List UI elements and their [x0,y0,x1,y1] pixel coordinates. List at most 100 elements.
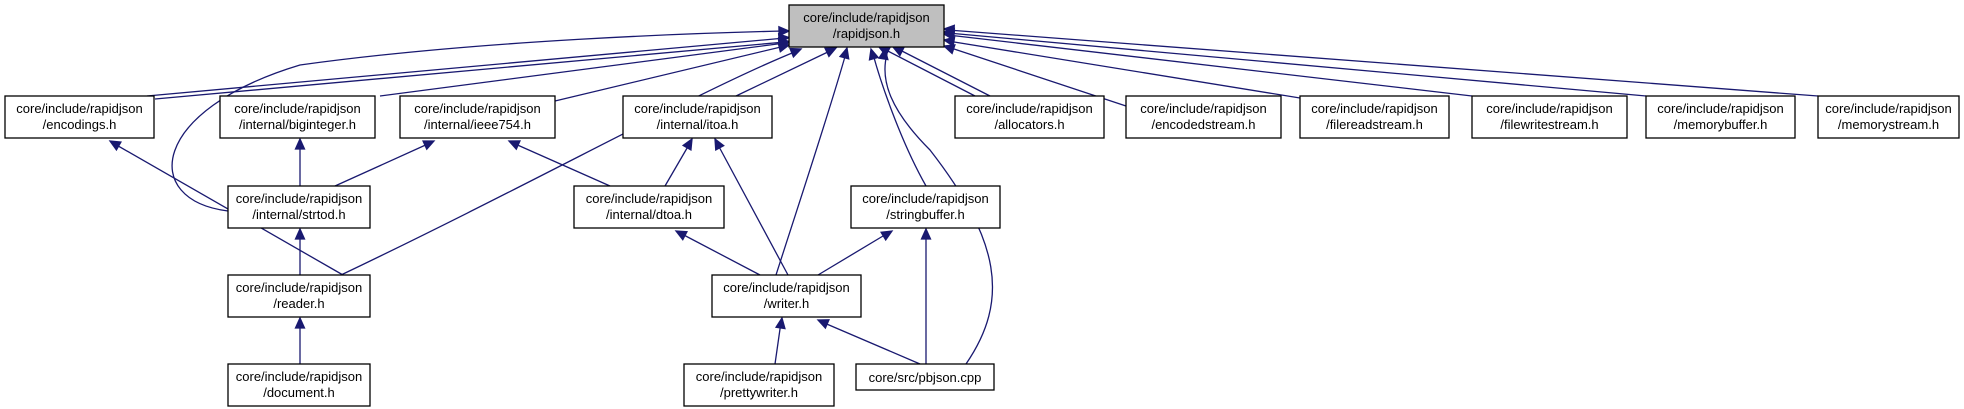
dependency-edge [817,230,894,276]
arrowhead [838,46,850,60]
node-box [4,95,155,139]
edge-line [947,40,1301,99]
node-prettywriter[interactable]: core/include/rapidjson/prettywriter.h [683,363,835,407]
node-itoa[interactable]: core/include/rapidjson/internal/itoa.h [622,95,773,139]
edge-line [947,29,1819,97]
node-label-line2: /filewritestream.h [1500,117,1598,132]
node-label-line1: core/include/rapidjson [1825,101,1951,116]
node-filewritestream[interactable]: core/include/rapidjson/filewritestream.h [1471,95,1628,139]
arrowhead [824,47,838,58]
node-label-line1: core/include/rapidjson [1657,101,1783,116]
arrowhead [294,316,306,329]
edge-line [947,32,1647,97]
node-ieee754[interactable]: core/include/rapidjson/internal/ieee754.… [399,95,556,139]
node-label-line1: core/include/rapidjson [236,280,362,295]
arrowhead [777,42,791,53]
node-layer: core/include/rapidjson/rapidjson.hcore/i… [4,4,1960,407]
node-box [788,4,945,48]
node-label-line1: core/include/rapidjson [234,101,360,116]
node-label-line1: core/include/rapidjson [803,10,929,25]
node-filereadstream[interactable]: core/include/rapidjson/filereadstream.h [1299,95,1450,139]
node-box [1125,95,1282,139]
node-label-line2: /stringbuffer.h [886,207,965,222]
dependency-edge [294,316,306,364]
node-box [227,185,371,229]
node-label-line2: /internal/strtod.h [252,207,345,222]
node-box [622,95,773,139]
node-encodings[interactable]: core/include/rapidjson/encodings.h [4,95,155,139]
node-label-line1: core/include/rapidjson [16,101,142,116]
edge-line [171,30,785,212]
edge-line [774,321,782,365]
arrowhead [294,137,306,150]
dependency-edge [294,227,306,275]
node-writer[interactable]: core/include/rapidjson/writer.h [711,274,862,318]
node-label-line2: /prettywriter.h [720,385,798,400]
node-label-line1: core/include/rapidjson [1486,101,1612,116]
edge-line [897,48,991,97]
edge-line [821,321,921,365]
node-pbjson[interactable]: core/src/pbjson.cpp [855,363,995,391]
dependency-edge [775,46,850,276]
node-label-line1: core/include/rapidjson [236,191,362,206]
edge-line [664,142,691,187]
node-allocators[interactable]: core/include/rapidjson/allocators.h [954,95,1105,139]
node-label-line2: /encodings.h [43,117,117,132]
edge-line [512,142,611,187]
edge-line [872,53,927,187]
node-label-line1: core/include/rapidjson [966,101,1092,116]
node-dtoa[interactable]: core/include/rapidjson/internal/dtoa.h [573,185,725,229]
edge-line [554,45,786,102]
node-strtod[interactable]: core/include/rapidjson/internal/strtod.h [227,185,371,229]
dependency-edge [942,27,1647,97]
node-rapidjson[interactable]: core/include/rapidjson/rapidjson.h [788,4,945,48]
node-label-line1: core/include/rapidjson [414,101,540,116]
edge-layer [108,24,1819,365]
node-box [683,363,835,407]
dependency-edge [877,47,994,365]
arrowhead [422,140,436,151]
node-label-line2: /internal/itoa.h [657,117,739,132]
node-box [399,95,556,139]
arrowhead [778,25,791,37]
dependency-edge [920,227,932,364]
arrowhead [868,47,880,61]
node-label-line1: core/include/rapidjson [634,101,760,116]
node-label-line1: core/include/rapidjson [862,191,988,206]
node-box [227,274,371,318]
node-reader[interactable]: core/include/rapidjson/reader.h [227,274,371,318]
node-label-line1: core/include/rapidjson [696,369,822,384]
node-memorybuffer[interactable]: core/include/rapidjson/memorybuffer.h [1645,95,1796,139]
arrowhead [674,230,688,241]
arrowhead [920,227,932,240]
arrowhead [877,47,889,61]
node-label-line2: /writer.h [764,296,810,311]
edge-line [146,37,786,97]
node-label-line2: /memorybuffer.h [1674,117,1768,132]
node-box [1299,95,1450,139]
arrowhead [714,137,725,151]
arrowhead [681,137,693,151]
node-stringbuffer[interactable]: core/include/rapidjson/stringbuffer.h [850,185,1001,229]
node-label-line2: /reader.h [273,296,324,311]
node-label-line2: /internal/biginteger.h [239,117,356,132]
node-document[interactable]: core/include/rapidjson/document.h [227,363,371,407]
node-biginteger[interactable]: core/include/rapidjson/internal/biginteg… [219,95,376,139]
edge-line [735,49,833,97]
edge-line [379,42,786,97]
node-box [855,363,995,391]
node-label-line1: core/include/rapidjson [1140,101,1266,116]
dependency-edge [877,46,976,97]
dependency-edge [735,47,838,97]
edge-line [775,52,847,276]
dependency-edge [868,47,927,187]
edge-line [154,41,786,100]
dependency-edge [816,319,921,365]
arrowhead [294,227,306,240]
node-memorystream[interactable]: core/include/rapidjson/memorystream.h [1817,95,1960,139]
arrowhead [774,316,786,330]
node-box [1817,95,1960,139]
node-encodedstream[interactable]: core/include/rapidjson/encodedstream.h [1125,95,1282,139]
node-box [954,95,1105,139]
edge-line [716,142,789,276]
